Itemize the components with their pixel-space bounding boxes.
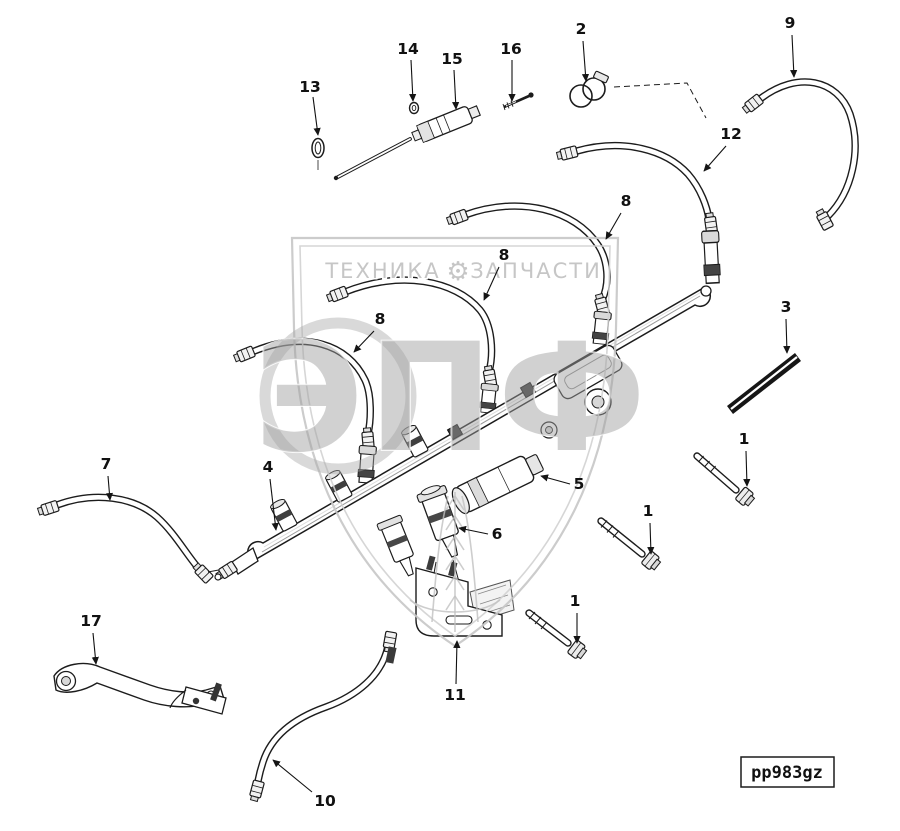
callout-2: 2	[576, 20, 587, 38]
fuel-line-9	[740, 82, 855, 232]
part-code: pp983gz	[751, 763, 823, 783]
callout-7: 7	[101, 455, 112, 473]
callout-1-a: 1	[739, 430, 750, 448]
clamp-piece	[169, 682, 227, 715]
fuel-line-10	[247, 630, 398, 803]
callout-6: 6	[492, 525, 503, 543]
injector	[416, 485, 465, 601]
callout-15: 15	[441, 50, 463, 68]
callout-13: 13	[299, 78, 321, 96]
reference-dashed-line	[613, 82, 707, 119]
callout-labels: 13 14 15 16 2 9 12 8 8 8 3 1 1 1 7 4 5 6…	[80, 14, 795, 810]
watermark-shield-inner	[299, 245, 611, 637]
mounting-bracket	[415, 555, 515, 637]
watermark-wheat	[409, 492, 501, 632]
callout-17: 17	[80, 612, 102, 630]
watermark-brand: ЭПФ	[254, 312, 650, 486]
hex-bolt-b	[597, 517, 664, 573]
sensor-probe	[333, 105, 481, 181]
watermark: ТЕХНИКА ⚙ ЗАПЧАСТИ ЭПФ	[253, 236, 650, 648]
watermark-ring	[259, 317, 417, 475]
callout-3: 3	[781, 298, 792, 316]
drawing	[36, 70, 855, 803]
callout-8-a: 8	[621, 192, 632, 210]
shim-strip	[727, 353, 801, 414]
pin	[502, 92, 534, 111]
washer	[408, 101, 420, 115]
callout-8-c: 8	[375, 310, 386, 328]
callout-4: 4	[263, 458, 274, 476]
callout-1-c: 1	[570, 592, 581, 610]
callout-10: 10	[314, 792, 336, 810]
hex-bolt-c	[525, 609, 590, 662]
hose-clamp	[569, 70, 609, 108]
callout-5: 5	[574, 475, 585, 493]
callout-12: 12	[720, 125, 742, 143]
accumulator-cylinder	[451, 454, 544, 515]
callout-9: 9	[785, 14, 796, 32]
callout-arrows	[91, 34, 798, 793]
callout-16: 16	[500, 40, 522, 58]
watermark-tagline-left: ТЕХНИКА	[324, 259, 440, 283]
callout-14: 14	[397, 40, 419, 58]
o-ring	[311, 137, 325, 170]
gear-icon: ⚙	[446, 257, 469, 287]
callout-8-b: 8	[499, 246, 510, 264]
hex-bolt-a	[693, 452, 758, 509]
callout-1-b: 1	[643, 502, 654, 520]
callout-11: 11	[444, 686, 466, 704]
part-code-box: pp983gz	[740, 756, 835, 788]
fuel-line-7	[36, 497, 225, 585]
injector-secondary	[376, 514, 414, 577]
watermark-tagline-right: ЗАПЧАСТИ	[470, 259, 602, 283]
